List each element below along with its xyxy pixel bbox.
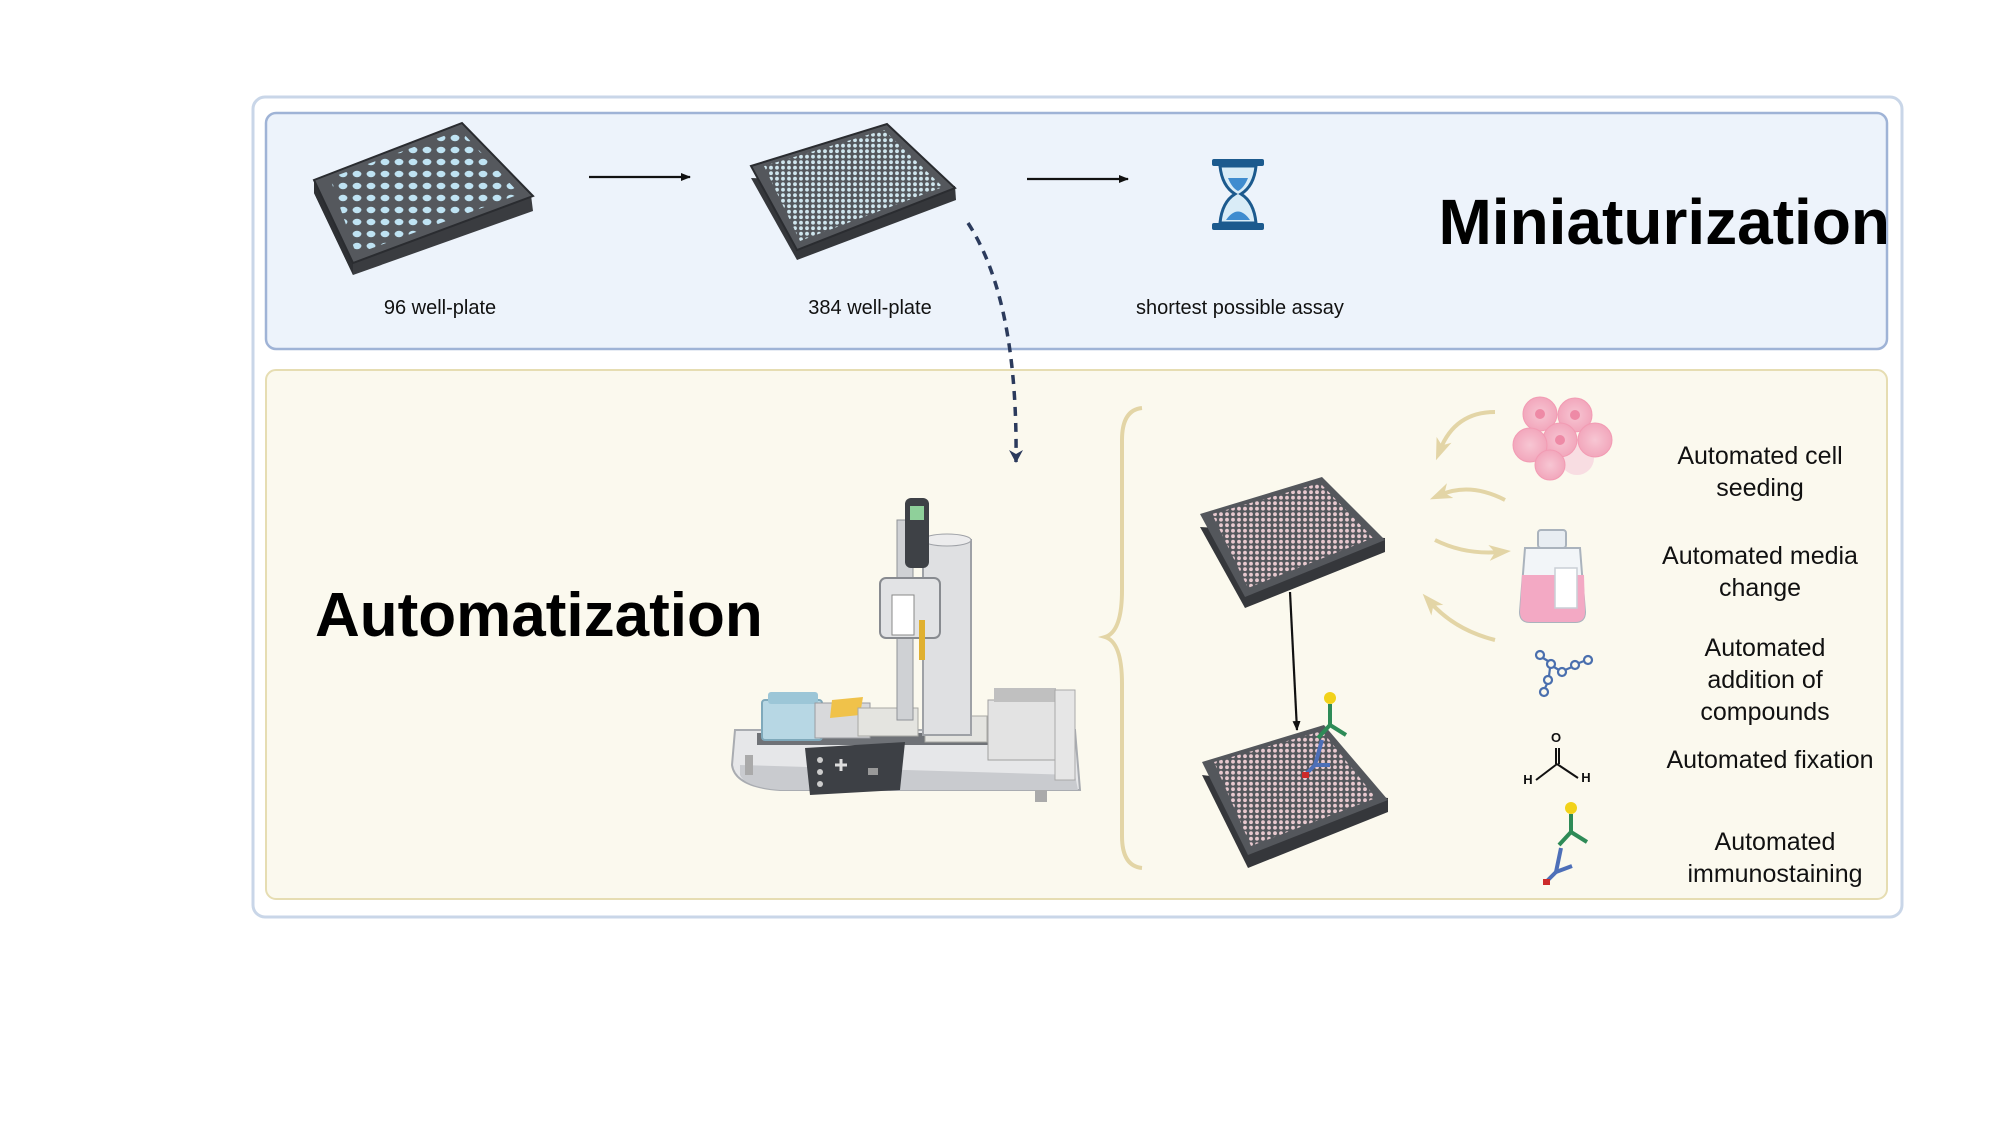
culture-flask-icon — [1518, 529, 1587, 623]
step-label-media-change: Automated media change — [1662, 542, 1858, 602]
automatization-title: Automatization — [315, 581, 763, 650]
svg-text:O: O — [1551, 730, 1561, 745]
svg-text:H: H — [1581, 770, 1590, 785]
curved-arrow-2 — [1429, 483, 1506, 502]
step-label-immunostaining: Automated immunostaining — [1687, 828, 1863, 888]
step-label-compounds: Automated addition of compounds — [1700, 634, 1830, 726]
curved-arrow-4 — [1422, 593, 1496, 642]
plate-transfer-arrow — [1288, 591, 1301, 731]
miniaturization-panel — [264, 111, 1889, 351]
compound-molecule-icon — [1534, 649, 1594, 698]
label-384-well-plate: 384 well-plate — [808, 297, 932, 319]
miniaturization-title: Miniaturization — [1438, 186, 1890, 258]
plate-384-icon — [749, 122, 957, 260]
plate-96-icon — [312, 121, 535, 275]
curved-arrow-1 — [1435, 410, 1496, 461]
plate-pink-icon — [1200, 477, 1385, 608]
grouping-bracket — [1097, 406, 1143, 870]
liquid-handler-robot-icon — [730, 498, 1082, 802]
antibody-on-plate-icon — [1302, 692, 1348, 778]
formaldehyde-molecule-icon: O H H — [1523, 730, 1590, 787]
svg-text:H: H — [1523, 772, 1532, 787]
step-label-cell-seeding: Automated cell seeding — [1677, 442, 1843, 502]
automatization-panel — [265, 369, 1888, 900]
cell-cluster-icon — [1512, 396, 1613, 481]
label-96-well-plate: 96 well-plate — [383, 297, 497, 319]
step-label-fixation: Automated fixation — [1666, 746, 1874, 774]
antibody-icon — [1543, 802, 1589, 885]
curved-arrow-3 — [1434, 538, 1511, 561]
dashed-flow-arrow — [966, 222, 1023, 463]
label-shortest-possible-assay: shortest possible assay — [1136, 297, 1344, 319]
plate-pink-stained-icon — [1202, 725, 1388, 868]
hourglass-icon — [1212, 159, 1264, 230]
